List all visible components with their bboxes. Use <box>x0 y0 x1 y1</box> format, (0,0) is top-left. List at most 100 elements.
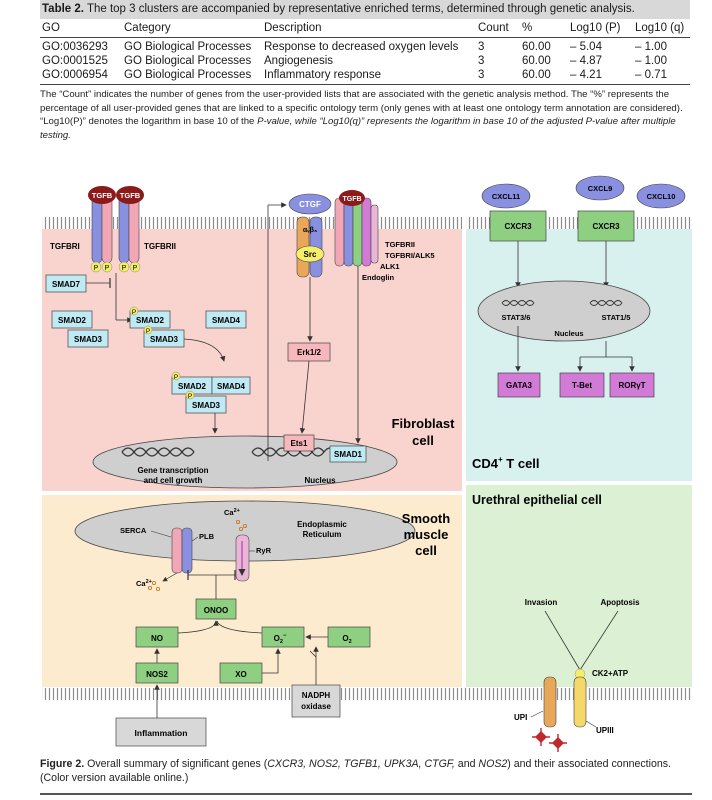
table-header-category: Category <box>124 22 171 34</box>
tcell-nucleus-label: Nucleus <box>554 329 583 338</box>
tbet-label: T-Bet <box>572 381 592 390</box>
smad7-box <box>45 274 87 293</box>
superoxide-o: O <box>274 634 280 643</box>
table-caption-text: The top 3 clusters are accompanied by re… <box>83 3 635 15</box>
table-caption: Table 2. The top 3 clusters are accompan… <box>40 0 690 19</box>
table-footnote: The “Count” indicates the number of gene… <box>40 88 692 142</box>
calcium-ion <box>242 523 247 528</box>
table-header-count: Count <box>478 22 509 34</box>
ryr-label: RyR <box>256 546 272 555</box>
table-header-rule <box>40 37 690 38</box>
table-header-log10p: Log10 (P) <box>570 22 621 34</box>
smad1-box <box>329 445 367 463</box>
upi-label: UPI <box>514 713 527 722</box>
smad3-label: SMAD3 <box>74 335 103 344</box>
fibroblast-nucleus-label: Nucleus <box>304 476 336 485</box>
smad2-label: SMAD2 <box>178 382 207 391</box>
table-cell: GO:0001525 <box>42 55 108 67</box>
ctgf-ligand <box>288 193 332 215</box>
bacteria-icon <box>549 734 567 752</box>
fibroblast-title-line2: cell <box>412 433 434 448</box>
phospho-label: P <box>188 393 192 400</box>
no-label: NO <box>151 634 163 643</box>
pathway-figure: TGFB TGFB P P P P TGFBRI TGFBRII SMAD7 S… <box>40 165 693 753</box>
inflammation-box <box>115 717 207 747</box>
table-cell: 3 <box>478 69 485 81</box>
urethral-region <box>466 485 692 687</box>
tcell-title: CD4+ T cell <box>472 455 540 471</box>
phospho-label: P <box>132 309 136 316</box>
table-cell: – 1.00 <box>635 55 667 67</box>
tcell-title-cd4: CD4 <box>472 456 499 471</box>
serca-label: SERCA <box>120 526 147 535</box>
no-box <box>135 626 179 648</box>
stat15-label: STAT1/5 <box>602 313 631 322</box>
smooth-muscle-membrane <box>42 688 692 700</box>
table-cell: 60.00 <box>522 55 551 67</box>
table-cell: 3 <box>478 55 485 67</box>
plb-label: PLB <box>199 532 215 541</box>
upi-protein <box>543 676 557 728</box>
nadph-oxidase-box <box>291 684 341 718</box>
table-footnote-text: The “Count” indicates the number of gene… <box>40 89 683 127</box>
fibroblast-title: Fibroblast <box>392 416 456 431</box>
table-cell: 60.00 <box>522 41 551 53</box>
smad3-phospho-box <box>143 329 185 348</box>
phospho-label: P <box>94 265 99 272</box>
table-cell: – 4.87 <box>570 55 602 67</box>
upiii-label: UPIII <box>596 726 614 735</box>
plb-protein <box>181 527 193 574</box>
table-header-go: GO <box>42 22 60 34</box>
table-cell: GO:0036293 <box>42 41 108 53</box>
superoxide-sup: − <box>283 633 287 639</box>
tgfbri-alk5-label: TGFBRI/ALK5 <box>385 251 435 260</box>
smad3-box <box>67 329 109 348</box>
gata3-label: GATA3 <box>506 381 532 390</box>
superoxide-box <box>261 626 305 648</box>
ctgf-label: CTGF <box>299 200 321 209</box>
xo-label: XO <box>235 670 247 679</box>
smad2-label: SMAD2 <box>58 316 87 325</box>
calcium-ion <box>235 519 240 524</box>
figure-caption-gene-last: NOS2 <box>478 758 508 770</box>
table-header-log10q: Log10 (q) <box>635 22 685 34</box>
tcell-nucleus <box>477 280 651 342</box>
calcium-sup: 2+ <box>146 579 152 585</box>
endoglin-receptor-complex: TGFB <box>334 190 379 267</box>
invasion-label: Invasion <box>525 598 558 607</box>
cxcl9-label: CXCL9 <box>588 184 613 193</box>
er-label-line2: Reticulum <box>303 530 342 539</box>
smooth-muscle-title-2: muscle <box>404 527 449 542</box>
smad2-label: SMAD2 <box>136 316 165 325</box>
smad4-label: SMAD4 <box>217 382 246 391</box>
calcium-ion <box>152 580 157 585</box>
table-header-percent: % <box>522 22 533 34</box>
cxcr3-label: CXCR3 <box>504 222 532 231</box>
smad7-label: SMAD7 <box>52 280 81 289</box>
pathway-diagram: TGFB TGFB P P P P TGFBRI TGFBRII SMAD7 S… <box>42 175 692 752</box>
smad3-label: SMAD3 <box>192 401 221 410</box>
integrin-label: αᵥβ₃ <box>303 227 317 234</box>
inflammation-label: Inflammation <box>135 728 188 738</box>
smooth-muscle-title-3: cell <box>415 543 437 558</box>
calcium-label-bottom: Ca2+ <box>136 579 152 588</box>
table-cell: 3 <box>478 41 485 53</box>
ck2-atp-label: CK2+ATP <box>592 669 629 678</box>
oxygen-o: O <box>342 634 348 643</box>
table-cell: 60.00 <box>522 69 551 81</box>
figure-caption-text2: ) and their associated connections. (Col… <box>40 758 671 784</box>
tgfbr1-label: TGFBRI <box>50 242 80 251</box>
smad1-label: SMAD1 <box>334 450 363 459</box>
figure-caption-label: Figure 2. <box>40 758 85 770</box>
cxcr3-receptor-left <box>489 210 547 242</box>
stat36-label: STAT3/6 <box>502 313 531 322</box>
onoo-label: ONOO <box>204 606 228 615</box>
tgfb-receptor-complex: TGFB TGFB P P P P <box>88 186 144 273</box>
table-cell: GO Biological Processes <box>124 69 252 81</box>
tcell-region <box>466 223 692 481</box>
gata3-box <box>497 372 541 398</box>
table-header-description: Description <box>264 22 322 34</box>
cxcl11-ligand <box>481 183 531 209</box>
tgfb-ligand <box>88 186 116 204</box>
table-cell: GO:0006954 <box>42 69 108 81</box>
